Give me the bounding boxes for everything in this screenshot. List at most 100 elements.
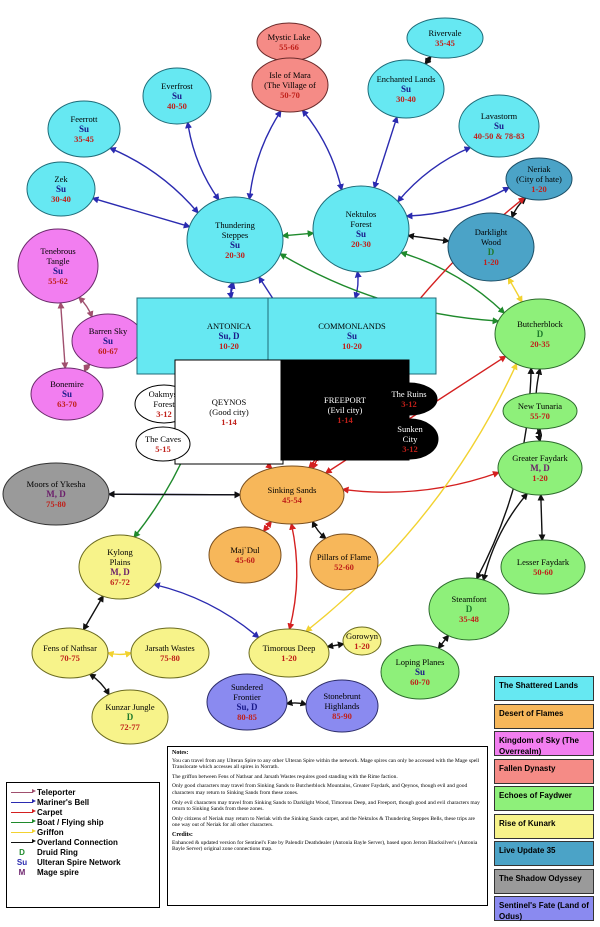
- zone-shape: [78, 534, 162, 600]
- connection-mariner-lavastorm-nektulos_forest: [397, 146, 472, 203]
- legend-row-mariner: Mariner's Bell: [11, 797, 155, 807]
- zone-name: Greater Faydark: [512, 453, 568, 463]
- connection-overland-timorous_deep-gorowyn: [326, 641, 345, 650]
- connection-overland-sundered_frontier-stonebrunt_highlands: [285, 699, 308, 707]
- connection-teleporter-tenebrous_tangle-barren_sky: [77, 296, 94, 319]
- legend-row-carpet: Carpet: [11, 807, 155, 817]
- zone-code: Su: [494, 121, 504, 131]
- connection-mariner-enchanted_lands-nektulos_forest: [372, 115, 399, 190]
- connection-overland-nektulos_forest-darklight_wood: [407, 232, 450, 244]
- connection-carpet-sinking_sands-timorous_deep: [287, 522, 298, 631]
- zone-qeynos: QEYNOS(Good city)1-14: [174, 359, 284, 465]
- zone-shape: [309, 533, 379, 591]
- zone-name: COMMONLANDS: [318, 321, 386, 331]
- zone-name: Tenebrous: [40, 246, 75, 256]
- legend-label: Ulteran Spire Network: [37, 857, 121, 867]
- zone-shape: [500, 539, 586, 595]
- zone-level: 3-12: [402, 444, 418, 454]
- zone-name: Moors of Ykesha: [27, 479, 86, 489]
- zone-level: 80-85: [237, 712, 257, 722]
- zone-name: Barren Sky: [89, 326, 128, 336]
- zone-name: Forest: [350, 219, 372, 229]
- legend-swatch-boat: [11, 819, 36, 823]
- zone-code: Su: [62, 389, 72, 399]
- zone-code: M, D: [46, 489, 66, 499]
- legend-row-teleporter: Teleporter: [11, 787, 155, 797]
- zone-level: 10-20: [219, 341, 239, 351]
- zone-level: 45-54: [282, 495, 303, 505]
- connection-overland-neriak-darklight_wood: [510, 197, 527, 219]
- zone-shape: [447, 212, 535, 282]
- zone-shape: [26, 161, 96, 217]
- zone-name: Everfrost: [161, 81, 193, 91]
- zone-name: Sunken: [397, 424, 423, 434]
- note-paragraph: You can travel from any Ulteran Spire to…: [172, 757, 480, 771]
- connection-overland-fens_of_nathsar-kunzar_jungle: [88, 673, 110, 696]
- note-paragraph: Only evil characters may travel from Sin…: [172, 799, 480, 813]
- zone-level: 40-50: [167, 101, 187, 111]
- zone-name: Mystic Lake: [268, 32, 311, 42]
- zone-shape: [505, 157, 573, 201]
- legend-swatch-overland: [11, 839, 36, 843]
- zone-name: Isle of Mara: [269, 70, 311, 80]
- zone-name: Nektulos: [346, 209, 377, 219]
- zone-shape: [406, 17, 484, 59]
- zone-name: FREEPORT: [324, 395, 367, 405]
- expansion-kingdom-of-sky-the-overrealm: Kingdom of Sky (The Overrealm): [494, 731, 594, 756]
- expansion-live-update-35: Live Update 35: [494, 841, 594, 866]
- expansion-rise-of-kunark: Rise of Kunark: [494, 813, 594, 839]
- zone-shape: [30, 367, 104, 421]
- notes-title: Notes:: [172, 750, 189, 756]
- legend-label: Mariner's Bell: [37, 797, 90, 807]
- legend-code: M: [18, 867, 26, 877]
- zone-code: Su: [347, 331, 357, 341]
- zone-level: 1-20: [354, 641, 370, 651]
- zone-level: 1-14: [221, 417, 237, 427]
- zone-name: Tangle: [46, 256, 69, 266]
- legend-swatch-griffon: [11, 829, 36, 833]
- zone-name: Fens of Nathsar: [43, 643, 97, 653]
- connection-mariner-zek-thundering_steppes: [91, 196, 191, 229]
- connection-overland-kylong_plains-fens_of_nathsar: [82, 594, 104, 631]
- legend-label: Mage spire: [37, 867, 79, 877]
- connection-overland-moors_of_ykesha-sinking_sands: [107, 490, 242, 499]
- zone-level: 35-45: [74, 134, 94, 144]
- zone-name: Gorowyn: [346, 631, 379, 641]
- zone-shape: [2, 462, 110, 526]
- zone-shape: [367, 59, 445, 119]
- zone-name: Neriak: [527, 164, 551, 174]
- connection-overland-greater_faydark-lesser_faydark: [537, 493, 546, 542]
- zone-level: 10-20: [342, 341, 362, 351]
- credits-title: Credits:: [172, 831, 193, 838]
- connection-mariner-nektulos_forest-commonlands: [353, 270, 362, 300]
- zone-name: The Ruins: [391, 389, 426, 399]
- zone-name: Butcherblock: [517, 319, 564, 329]
- zone-name: Zek: [54, 174, 68, 184]
- zone-shape: [251, 57, 329, 113]
- zone-name: Highlands: [325, 701, 360, 711]
- zone-name: ANTONICA: [207, 321, 252, 331]
- zone-shape: [174, 359, 284, 465]
- zone-name: Plains: [110, 557, 131, 567]
- zone-code: M, D: [110, 567, 130, 577]
- zone-code: Su: [356, 229, 366, 239]
- zone-level: 55-62: [48, 276, 68, 286]
- expansion-the-shattered-lands: The Shattered Lands: [494, 676, 594, 701]
